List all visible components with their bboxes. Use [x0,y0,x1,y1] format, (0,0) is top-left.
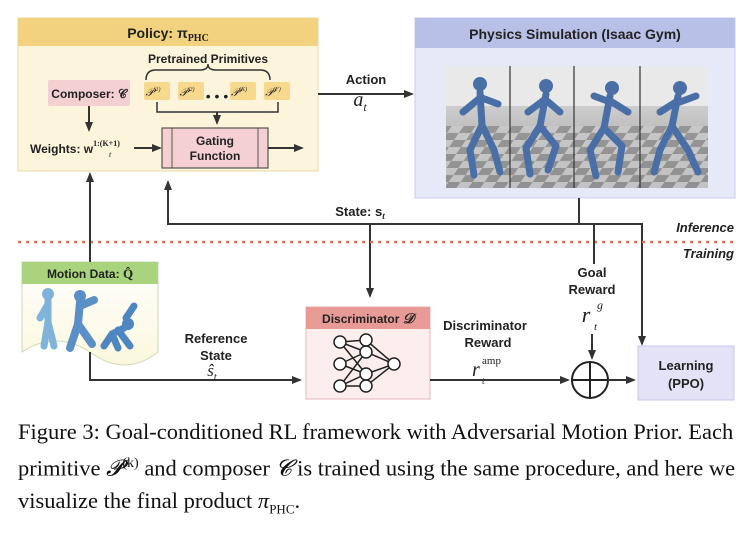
weights-sub: t [109,150,112,159]
primitive-f-symbol: 𝒫 [265,87,276,99]
caption-symbol-pi-sub: PHC [269,501,295,516]
svg-text:Discriminator 𝒟: Discriminator 𝒟 [322,312,417,327]
gating-label-line1: Gating [196,134,234,148]
neural-network-icon [333,333,401,393]
svg-text:Motion Data: Q̂: Motion Data: Q̂ [47,266,133,281]
simulation-render-image [446,66,708,188]
policy-title-sub: PHC [188,33,209,44]
composer-box: Composer: 𝒞 [48,80,130,106]
primitive-2-sup: (2) [187,86,194,93]
primitive-k-symbol: 𝒫 [231,87,242,99]
svg-text:𝒫(F): 𝒫(F) [265,86,281,99]
policy-header [18,18,318,46]
composer-label: Composer: 𝒞 [51,87,128,101]
primitive-f: 𝒫(F) [264,82,290,100]
primitives-brace [145,63,271,81]
discriminator-reward-symbol: r [472,359,480,381]
policy-title: Policy: π [127,25,188,41]
learning-label-line2: (PPO) [668,376,704,391]
learning-label-line1: Learning [659,358,714,373]
caption-symbol-c: 𝓒 [275,455,292,481]
primitive-f-sup: (F) [273,86,281,93]
humanoid-figure-1 [459,77,504,179]
caption-text-4: . [294,487,301,513]
motion-data-title: Motion Data: [47,267,123,281]
motion-data-header [22,262,158,284]
discriminator-reward-line2: Reward [465,335,512,350]
state-to-learning-line [579,223,646,346]
primitive-2-symbol: 𝒫 [180,87,191,99]
goal-reward-sup: g [597,298,603,312]
pretrained-primitives-label: Pretrained Primitives [148,52,268,66]
primitives-ellipsis: • • • [206,88,229,104]
simulation-title: Physics Simulation (Isaac Gym) [469,26,681,42]
svg-text:𝒫(K): 𝒫(K) [231,86,247,99]
primitive-k: 𝒫(K) [230,82,256,100]
action-label: Action [346,72,387,87]
caption-label: Figure 3: [18,419,100,444]
sum-node [571,361,609,399]
gating-function-box: Gating Function [161,127,269,169]
state-feedback-line [164,180,580,225]
simulation-header [415,18,735,48]
caption-symbol-pi: π [257,487,270,513]
motion-figure-3 [100,302,138,352]
discriminator-symbol: 𝒟 [403,312,417,327]
caption-symbol-p: 𝓟 [106,455,123,481]
motion-figure-2 [66,290,98,352]
humanoid-figure-3 [586,81,632,180]
primitive-1-sup: (1) [153,86,160,93]
motion-figure-1 [36,288,58,350]
primitive-2: 𝒫(2) [178,82,204,100]
gating-label-line2: Function [190,149,241,163]
inference-label: Inference [676,220,734,235]
learning-box: Learning (PPO) [637,345,735,401]
primitive-k-sup: (K) [239,86,247,93]
reference-state-arrow [89,352,302,384]
reference-state-symbol: ŝt [207,361,217,383]
motion-data-symbol: Q̂ [123,266,133,281]
primitive-1: 𝒫(1) [144,82,170,100]
goal-reward-line1: Goal [578,265,607,280]
training-label: Training [683,246,734,261]
svg-text:Policy: πPHC: Policy: πPHC [127,25,209,44]
reference-state-line1: Reference [185,331,248,346]
caption-text-1: Goal-conditioned RL framework with Adver… [18,419,734,481]
goal-reward-symbol: r [582,302,591,327]
weights-sup: 1:(K+1) [93,139,120,148]
action-symbol: at [353,89,367,114]
discriminator-header [306,307,430,329]
caption-text-3: is trained using the same procedure, and… [18,455,736,513]
weights-text: Weights: w [30,142,94,156]
humanoid-figure-4 [650,81,702,176]
humanoid-figure-2 [522,79,564,178]
discriminator-panel: Discriminator 𝒟 [305,306,431,400]
caption-text-2: and composer [138,455,276,481]
framework-diagram: Policy: πPHC Pretrained Primitives 𝒫(1) … [17,17,738,401]
primitive-1-symbol: 𝒫 [146,87,157,99]
simulation-panel: Physics Simulation (Isaac Gym) [414,17,736,199]
discriminator-reward-sup: amp [482,355,501,367]
figure-caption: Figure 3: Goal-conditioned RL framework … [18,416,743,525]
caption-symbol-p-sup: (k) [122,456,139,471]
discriminator-reward-sub: t [482,376,485,387]
state-label: State: st [335,204,385,221]
svg-text:𝒫(1): 𝒫(1) [146,86,161,99]
weights-label: Weights: w1:(K+1) [30,139,120,156]
discriminator-title: Discriminator [322,312,403,326]
discriminator-reward-line1: Discriminator [443,318,527,333]
svg-text:𝒫(2): 𝒫(2) [180,86,195,99]
reference-state-line2: State [200,348,232,363]
goal-reward-line2: Reward [569,282,616,297]
goal-reward-sub: t [594,321,598,333]
motion-data-panel: Motion Data: Q̂ [21,261,159,366]
policy-panel: Policy: πPHC Pretrained Primitives 𝒫(1) … [17,17,319,172]
